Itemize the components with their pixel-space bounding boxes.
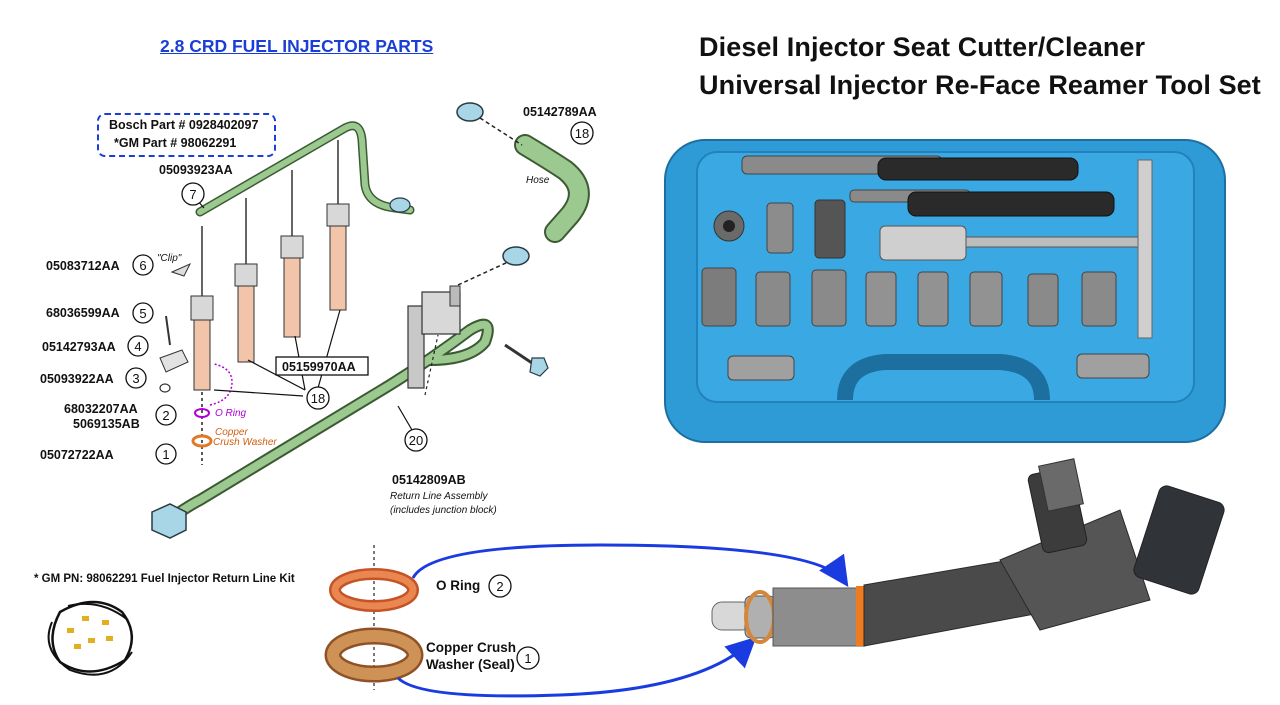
washer-label-line2: Washer (Seal) [426,657,515,672]
washer-label-line1: Copper Crush [426,640,516,655]
washer-small-icon [191,434,213,448]
fuel-rail-line [197,122,413,215]
callout-5: 5 [132,302,154,324]
o-ring-note: O Ring [215,408,247,419]
injector-2 [234,198,258,363]
bracket-icon [159,349,189,373]
bolt-icon [529,357,549,377]
svg-text:1: 1 [524,651,531,666]
return-line-kit-image [47,600,133,676]
part-05142789aa: 05142789AA [523,105,597,119]
clip-note: "Clip" [157,253,182,264]
return-hose [164,320,492,524]
hose [516,136,588,241]
callout-4: 4 [127,335,149,357]
callout-1: 1 [155,443,177,465]
part-05142809ab: 05142809AB [392,473,466,487]
o-ring-callout: 2 [488,574,512,598]
svg-text:2: 2 [162,408,169,423]
bosch-note-box: Bosch Part # 0928402097 *GM Part # 98062… [97,113,276,157]
gm-kit-label: * GM PN: 98062291 Fuel Injector Return L… [34,573,295,585]
return-line-desc2: (includes junction block) [390,505,497,516]
svg-text:6: 6 [139,258,146,273]
part-05083712aa: 05083712AA [46,259,120,273]
washer-arrow [396,636,757,698]
callout-18-hose: 18 [570,121,594,145]
svg-text:7: 7 [189,187,196,202]
bosch-part-text: Bosch Part # 0928402097 [109,118,259,132]
diagram-title: 2.8 CRD FUEL INJECTOR PARTS [160,36,434,56]
hose-note: Hose [526,175,550,186]
svg-text:2: 2 [496,579,503,594]
callout-20: 20 [404,428,428,452]
svg-text:3: 3 [132,371,139,386]
svg-text:1: 1 [162,447,169,462]
o-ring-arrow [411,543,849,587]
part-68036599aa: 68036599AA [46,306,120,320]
injector-part-box [275,356,369,376]
callout-6: 6 [132,254,154,276]
svg-text:4: 4 [134,339,141,354]
injector-photo [711,458,1225,647]
injector-1 [190,226,214,465]
clamp-icon [456,102,484,122]
callout-18-injector: 18 [306,386,330,410]
part-05093923aa: 05093923AA [159,163,233,177]
part-5069135ab: 5069135AB [73,417,140,431]
copper-note-line2: Crush Washer [213,437,277,448]
part-05142793aa: 05142793AA [42,340,116,354]
hex-fitting-icon [151,503,187,539]
injector-4 [326,140,350,311]
part-68032207aa: 68032207AA [64,402,138,416]
callout-3: 3 [125,367,147,389]
copper-note-line1: Copper [215,427,248,438]
gm-part-text: *GM Part # 98062291 [114,136,237,150]
tool-set-title-line2: Universal Injector Re-Face Reamer Tool S… [699,70,1261,100]
part-05072722aa: 05072722AA [40,448,114,462]
svg-text:18: 18 [311,391,325,406]
clamp-icon [502,246,530,266]
svg-text:20: 20 [409,433,423,448]
svg-text:5: 5 [139,306,146,321]
junction-block [407,305,425,389]
return-line-desc1: Return Line Assembly [390,491,488,502]
tool-set-title-line1: Diesel Injector Seat Cutter/Cleaner [699,32,1146,62]
clip-icon [170,262,192,277]
washer-3-icon [159,383,171,393]
injector-3 [280,170,304,338]
callout-7: 7 [181,182,205,206]
bolt-small-icon [165,315,171,346]
callout-2: 2 [155,404,177,426]
part-05159970aa: 05159970AA [282,360,356,374]
part-05093922aa: 05093922AA [40,372,114,386]
case-handle [837,354,1050,401]
o-ring-small-icon [194,408,210,418]
o-ring-label: O Ring [436,578,480,593]
svg-text:18: 18 [575,126,589,141]
washer-callout: 1 [516,646,540,670]
